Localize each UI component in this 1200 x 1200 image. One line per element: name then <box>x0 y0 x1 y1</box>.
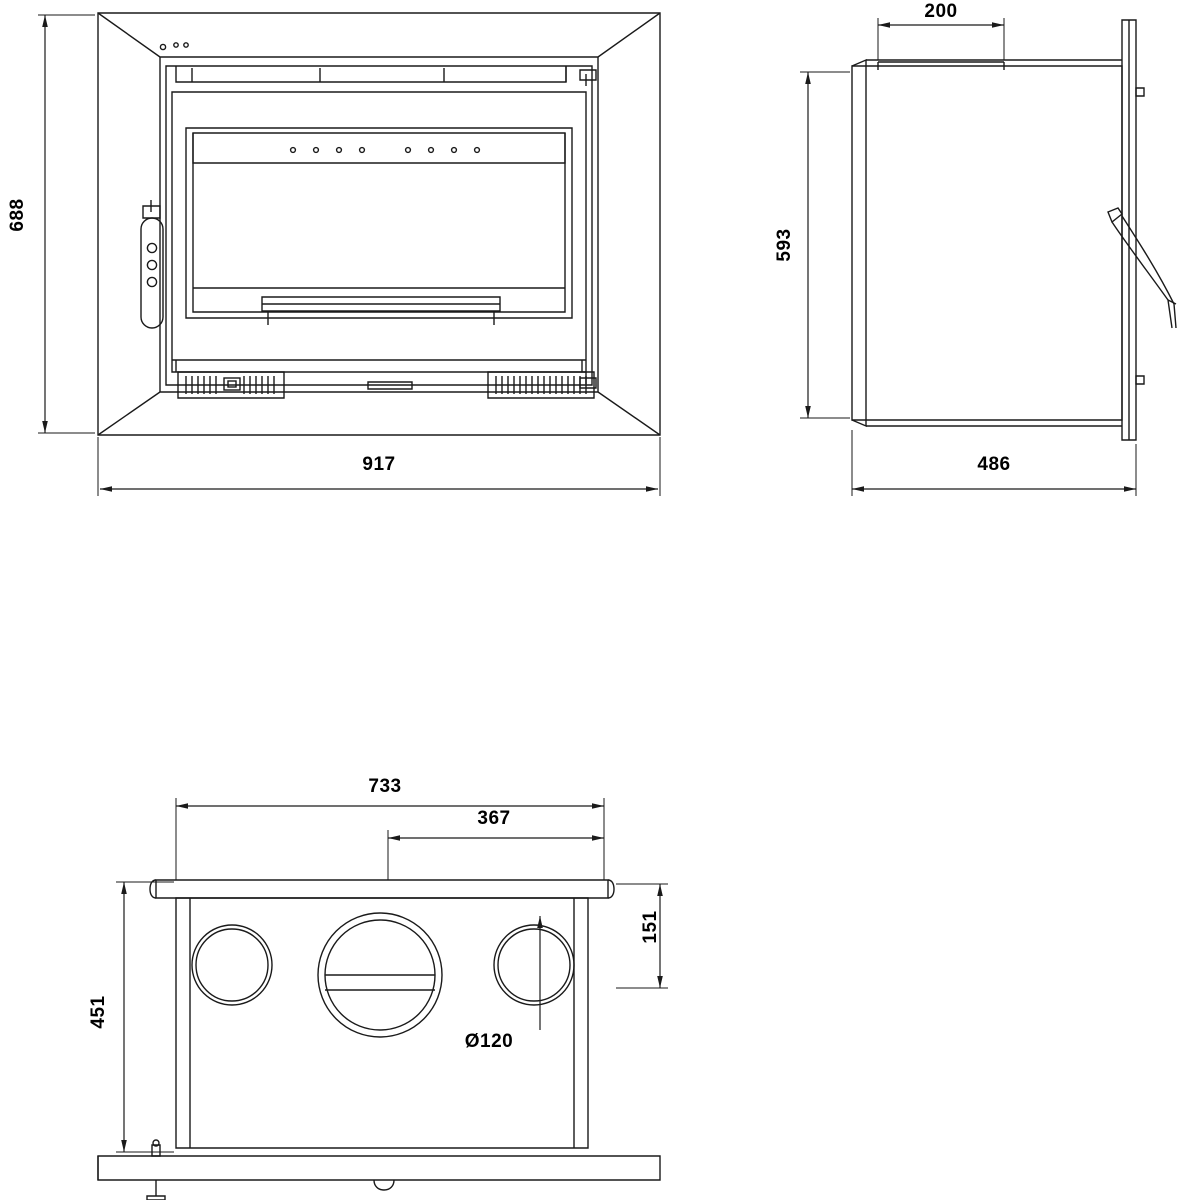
dim-outlet-diameter: Ø120 <box>464 1031 514 1052</box>
top-center-offset-dimension <box>387 830 604 880</box>
side-top-offset-dimension <box>877 18 1005 60</box>
front-height-dimension <box>38 14 95 434</box>
top-width-dimension <box>175 798 605 880</box>
dim-top-right-offset: 151 <box>640 910 661 944</box>
front-view-geometry <box>97 12 661 436</box>
side-height-dimension <box>800 71 850 419</box>
dim-side-top-offset: 200 <box>924 1 958 22</box>
top-depth-dimension <box>116 881 174 1153</box>
dim-side-depth: 486 <box>977 454 1011 475</box>
side-depth-dimension <box>851 430 1137 496</box>
side-view-geometry <box>851 19 1177 441</box>
dim-top-width: 733 <box>368 776 402 797</box>
dim-top-center-offset: 367 <box>477 808 511 829</box>
dim-front-width: 917 <box>362 454 396 475</box>
top-view-geometry <box>97 879 661 1200</box>
front-width-dimension <box>97 437 661 496</box>
dim-side-height: 593 <box>774 228 795 262</box>
dim-front-height: 688 <box>7 198 28 232</box>
dim-top-depth: 451 <box>88 995 109 1029</box>
top-right-offset-dimension <box>616 883 668 989</box>
